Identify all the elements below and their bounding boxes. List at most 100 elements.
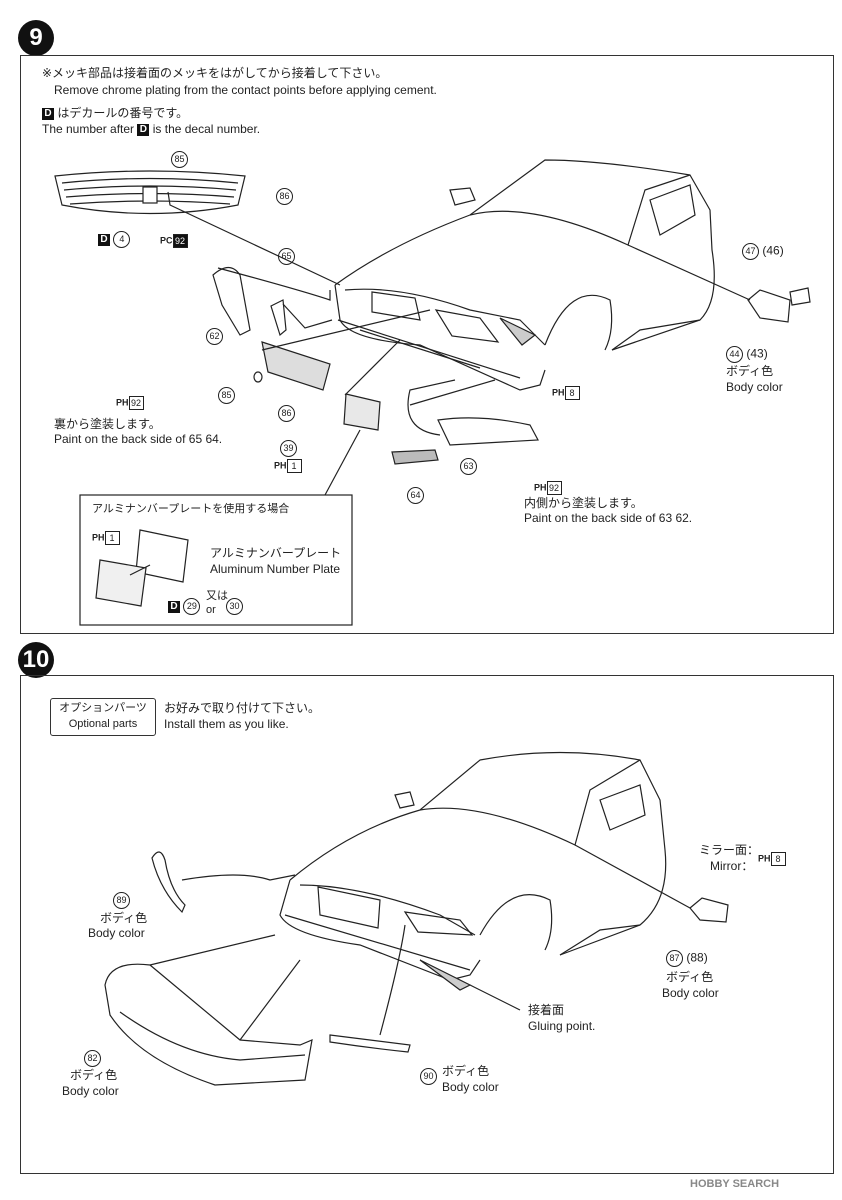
part-89-shape xyxy=(151,851,186,914)
gluing-jp: 接着面 xyxy=(528,1003,565,1017)
paint-prefix: PH xyxy=(92,532,105,543)
note-decal-en-b: is the decal number. xyxy=(152,122,261,136)
part-39-shape xyxy=(343,393,381,431)
part-87-label: 87 (88) xyxy=(666,950,708,967)
paint-prefix: PC xyxy=(160,235,173,246)
note-chrome-en: Remove chrome plating from the contact p… xyxy=(54,83,437,97)
note-decal-jp: D はデカールの番号です。 xyxy=(42,106,188,121)
inner-jp: 内側から塗装します。 xyxy=(524,496,643,510)
part-87-color-en: Body color xyxy=(662,986,719,1000)
paint-prefix: PH xyxy=(552,387,565,398)
part-62-label: 62 xyxy=(206,328,223,345)
part-43-number: (43) xyxy=(746,346,768,361)
decal-30-number: 30 xyxy=(226,598,243,615)
part-63-label: 63 xyxy=(460,458,477,475)
part-46-number: (46) xyxy=(762,243,784,258)
part-64-label: 64 xyxy=(407,487,424,504)
part-86-shape xyxy=(261,341,331,391)
note-decal-en: The number after D is the decal number. xyxy=(42,122,260,137)
decal-29-30: D 29 xyxy=(168,598,201,615)
paint-code: 8 xyxy=(770,851,786,866)
decal-4-ref: D 4 xyxy=(98,231,131,248)
inner-en-text: Paint on the back side of xyxy=(524,511,656,525)
decal-29-number: 29 xyxy=(183,598,201,615)
decal-icon: D xyxy=(137,123,150,136)
part-82-color-en: Body color xyxy=(62,1084,119,1098)
decal-icon: D xyxy=(42,107,54,120)
mirror-47-shape xyxy=(789,287,811,306)
plate-jp: アルミナンバープレート xyxy=(210,546,342,560)
paint-code: 1 xyxy=(104,530,120,545)
aluminum-plate xyxy=(135,529,189,583)
plate-en: Aluminum Number Plate xyxy=(210,562,341,576)
decal-icon: D xyxy=(168,600,180,613)
step-10-number: 10 xyxy=(18,642,54,678)
part-89-color-jp: ボディ色 xyxy=(100,911,148,925)
step-9-number: 9 xyxy=(18,20,54,56)
part-62-shape xyxy=(212,266,251,336)
part-63-shape xyxy=(437,417,539,446)
part-65-label: 65 xyxy=(278,248,295,265)
mirror-body-color-en: Body color xyxy=(726,380,783,394)
part-85-label: 85 xyxy=(171,151,188,168)
step-10-panel xyxy=(20,675,834,1174)
back-side-parts: 65 64 xyxy=(188,432,219,446)
install-jp: お好みで取り付けて下さい。 xyxy=(164,701,321,715)
paint-prefix: PH xyxy=(116,397,129,408)
grille-illustration xyxy=(54,170,246,215)
paint-prefix: PH xyxy=(274,460,287,471)
decal-icon: D xyxy=(98,233,110,246)
part-47-number: 47 xyxy=(742,243,759,260)
inner-en: Paint on the back side of 63 62. xyxy=(524,511,693,525)
mirror-face-jp: ミラー面： xyxy=(699,843,760,857)
paint-code: 92 xyxy=(546,480,562,495)
part-82-shape xyxy=(104,963,313,1086)
inner-parts: 63 62 xyxy=(658,511,689,525)
part-88-number: (88) xyxy=(686,950,708,965)
back-side-en-text: Paint on the back side of xyxy=(54,432,186,446)
optional-jp: オプションパーツ xyxy=(59,702,147,714)
part-87-color-jp: ボディ色 xyxy=(666,970,714,984)
watermark-logo: HOBBY SEARCH xyxy=(690,1178,780,1190)
part-90-shape xyxy=(329,1034,411,1053)
part-82-label: 82 xyxy=(84,1050,101,1067)
aluminum-plate-inset xyxy=(79,494,353,626)
part-90-color-en: Body color xyxy=(442,1080,499,1094)
paint-code: 92 xyxy=(172,233,188,248)
part-64-shape xyxy=(391,449,439,465)
mirror-44-shape xyxy=(747,289,791,323)
part-90-color-jp: ボディ色 xyxy=(442,1064,490,1078)
note-chrome-jp: ※メッキ部品は接着面のメッキをはがしてから接着して下さい。 xyxy=(42,66,388,80)
note-decal-en-a: The number after xyxy=(42,122,135,136)
back-side-jp: 裏から塗装します。 xyxy=(54,417,161,431)
part-47-label: 47 (46) xyxy=(742,243,784,260)
inset-title: アルミナンバープレートを使用する場合 xyxy=(92,503,290,515)
part-65-shape xyxy=(270,299,287,337)
mirror-body-color-jp: ボディ色 xyxy=(726,364,774,378)
mirror-face-en: Mirror： xyxy=(710,859,754,873)
paint-prefix: PH xyxy=(758,853,771,864)
part-39-label: 39 xyxy=(280,440,297,457)
paint-code: 92 xyxy=(128,395,144,410)
note-decal-jp-text: はデカールの番号です。 xyxy=(57,106,189,120)
or-jp: 又は xyxy=(206,590,228,602)
back-side-en: Paint on the back side of 65 64. xyxy=(54,432,223,446)
part-44-label: 44 (43) xyxy=(726,346,768,363)
part-90-label: 90 xyxy=(420,1068,437,1085)
paint-prefix: PH xyxy=(534,482,547,493)
mirror-87-shape xyxy=(689,897,729,923)
part-82-color-jp: ボディ色 xyxy=(70,1068,118,1082)
part-44-number: 44 xyxy=(726,346,743,363)
part-89-color-en: Body color xyxy=(88,926,145,940)
paint-code: 1 xyxy=(286,458,302,473)
part-86-label-b: 86 xyxy=(278,405,295,422)
or-en: or xyxy=(206,604,216,616)
optional-en: Optional parts xyxy=(68,718,138,730)
